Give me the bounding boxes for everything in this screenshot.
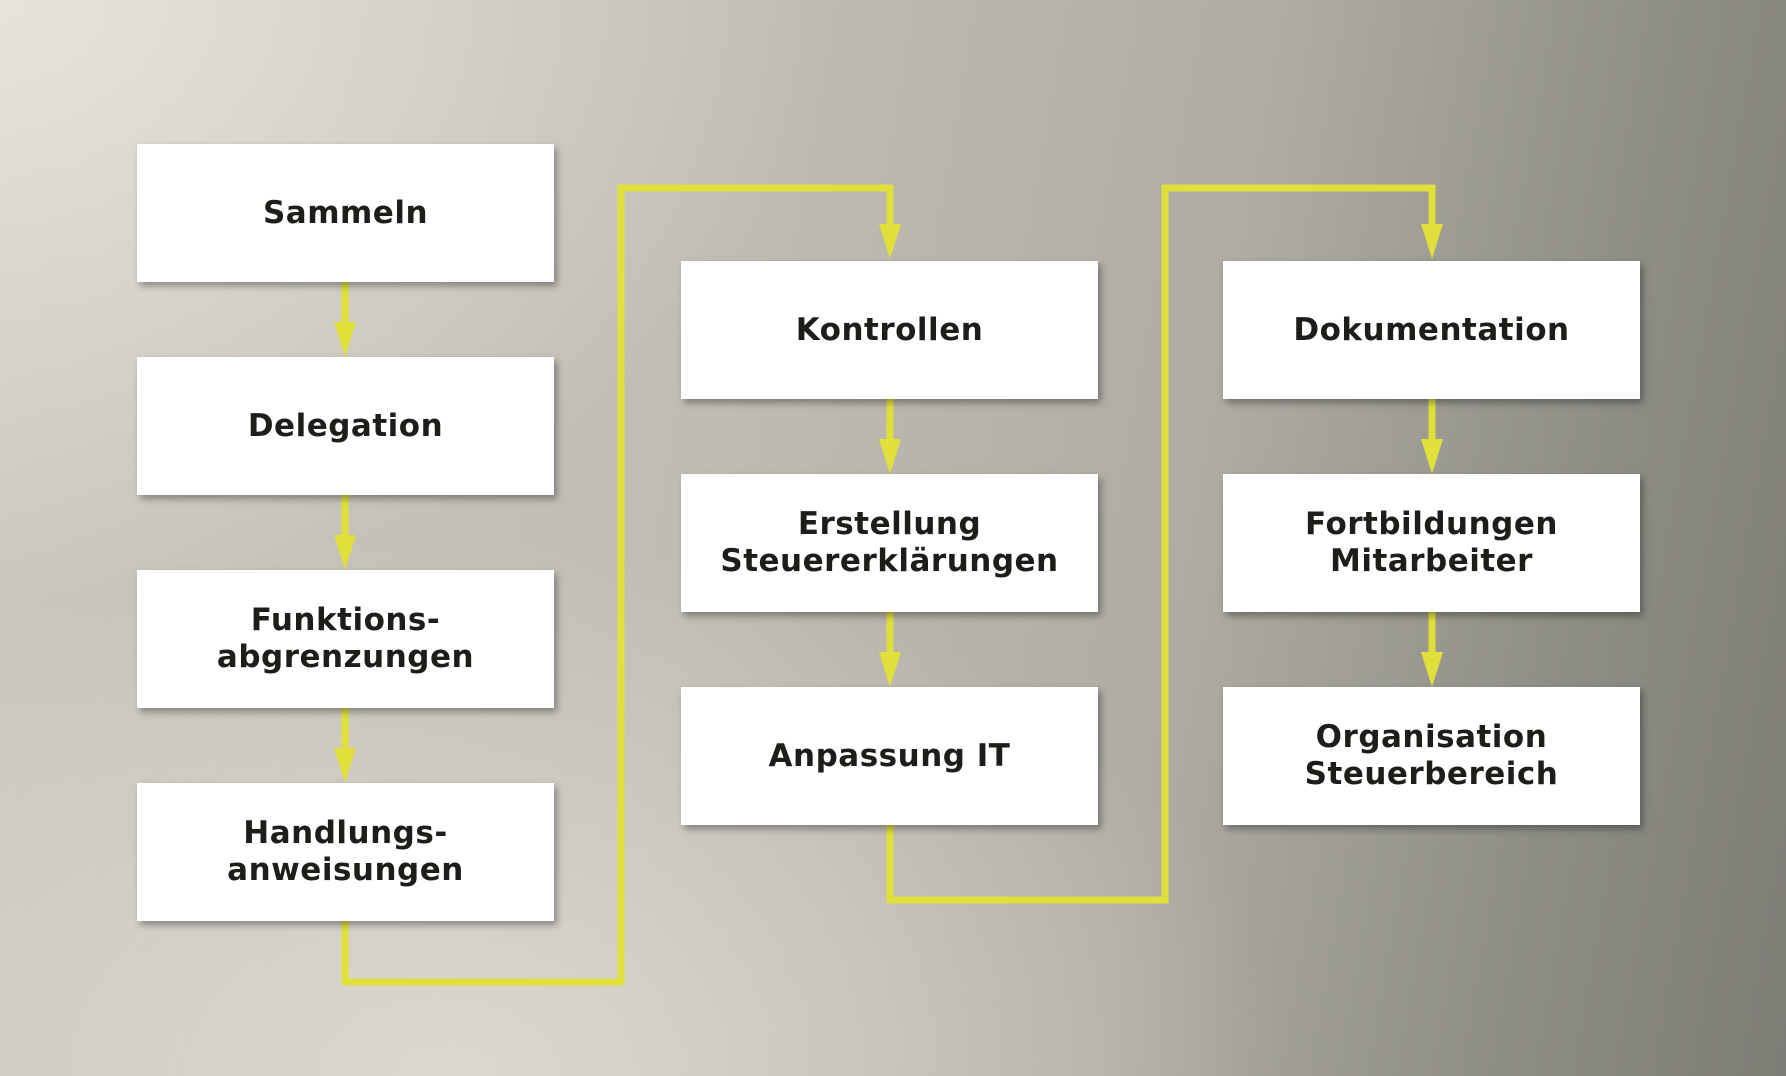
- step-label: Dokumentation: [1293, 311, 1570, 348]
- arrowhead: [1421, 224, 1443, 259]
- step-box-fortbildungen-mitarbeiter: Fortbildungen Mitarbeiter: [1223, 474, 1640, 612]
- connector-col1-to-col2: [341, 184, 894, 986]
- step-box-organisation-steuerbereich: Organisation Steuerbereich: [1223, 687, 1640, 825]
- step-box-delegation: Delegation: [137, 357, 554, 495]
- step-label: Sammeln: [262, 194, 429, 231]
- arrowhead: [879, 652, 901, 687]
- step-label: Organisation Steuerbereich: [1304, 719, 1559, 792]
- arrowhead: [334, 748, 356, 783]
- step-label: Funktions- abgrenzungen: [216, 602, 475, 675]
- step-box-anpassung-it: Anpassung IT: [681, 687, 1098, 825]
- step-box-funktionsabgrenzungen: Funktions- abgrenzungen: [137, 570, 554, 708]
- step-box-dokumentation: Dokumentation: [1223, 261, 1640, 399]
- step-box-erstellung-steuererklaerungen: Erstellung Steuererklärungen: [681, 474, 1098, 612]
- step-box-sammeln: Sammeln: [137, 144, 554, 282]
- arrowhead: [334, 535, 356, 570]
- connector-col2-to-col3: [886, 184, 1436, 904]
- step-label: Fortbildungen Mitarbeiter: [1305, 506, 1558, 579]
- arrowhead: [1421, 652, 1443, 687]
- step-box-handlungsanweisungen: Handlungs- anweisungen: [137, 783, 554, 921]
- arrowhead: [1421, 439, 1443, 474]
- step-box-kontrollen: Kontrollen: [681, 261, 1098, 399]
- arrowhead: [879, 439, 901, 474]
- step-label: Delegation: [247, 407, 444, 444]
- step-label: Anpassung IT: [768, 737, 1011, 774]
- step-label: Kontrollen: [795, 311, 984, 348]
- arrowhead: [879, 224, 901, 259]
- step-label: Erstellung Steuererklärungen: [720, 506, 1059, 579]
- step-label: Handlungs- anweisungen: [227, 815, 464, 888]
- arrowhead: [334, 322, 356, 357]
